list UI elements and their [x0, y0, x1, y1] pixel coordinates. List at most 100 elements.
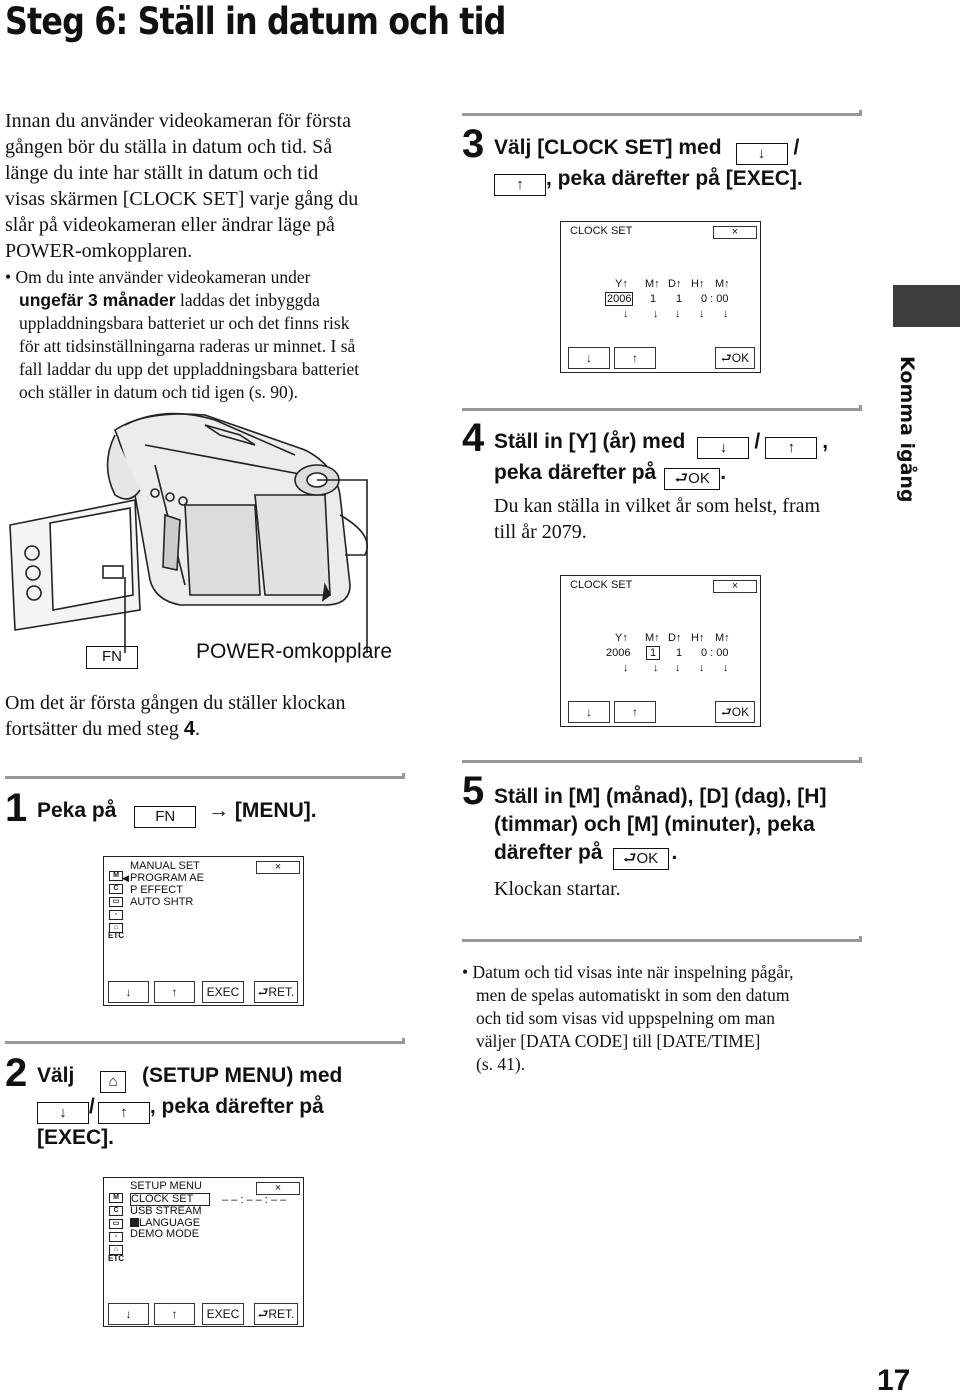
up-button[interactable]: ↑ [614, 347, 656, 369]
step-ref: 4 [183, 718, 195, 740]
recording-note: • Datum och tid visas inte när inspelnin… [462, 961, 862, 1076]
down-button[interactable]: ↓ [568, 347, 610, 369]
down-key-icon: ↓ [735, 143, 788, 165]
down-arrow-icon: ↓ [675, 308, 681, 320]
setup-item-list: SETUP MENU CLOCK SET USB STREAM LANGUAGE… [130, 1180, 210, 1241]
year-field[interactable]: 2006 [606, 647, 631, 659]
step3-instruction: Välj [CLOCK SET] med↓/ ↑, peka därefter … [494, 134, 874, 196]
setup-icon[interactable]: ⌂ [109, 923, 123, 933]
edit-icon[interactable]: ▫ [109, 1232, 123, 1242]
menu-item[interactable]: LANGUAGE [139, 1216, 201, 1229]
time-field[interactable]: 0 : 00 [701, 293, 729, 305]
month-field[interactable]: 1 [650, 293, 657, 305]
field-label: M [645, 632, 655, 644]
section-rule [5, 773, 405, 779]
button-label: RET. [268, 985, 295, 999]
selection-pointer-icon: ◀ [122, 873, 129, 883]
field-label: Y [615, 632, 623, 644]
up-button[interactable]: ↑ [154, 981, 195, 1003]
step-text: Peka på [37, 799, 117, 822]
minute-label: M↑ [715, 278, 730, 290]
close-button[interactable]: × [256, 861, 300, 874]
step-text: Välj [CLOCK SET] med [494, 136, 722, 159]
period: . [671, 841, 678, 864]
month-label: M↑ [645, 632, 660, 644]
slash: / [89, 1095, 95, 1118]
year-field[interactable]: 2006 [605, 292, 634, 306]
button-label: OK [731, 351, 750, 365]
month-field[interactable]: 1 [646, 646, 661, 660]
manual-icon[interactable]: M [109, 1193, 123, 1203]
day-label: D↑ [668, 278, 682, 290]
close-button[interactable]: × [256, 1182, 300, 1195]
menu-item[interactable]: DEMO MODE [130, 1228, 200, 1240]
manual-icon[interactable]: M [109, 871, 123, 881]
menu-item[interactable]: USB STREAM [130, 1205, 202, 1217]
up-key-icon: ↑ [97, 1102, 150, 1124]
edit-icon[interactable]: ▫ [109, 910, 123, 920]
step-text: [EXEC]. [37, 1126, 115, 1149]
intro-line: gången bör du ställa in datum och tid. S… [5, 136, 333, 158]
time-field[interactable]: 0 : 00 [701, 647, 729, 659]
bullet-dot: • [5, 267, 16, 287]
tape-icon[interactable]: ▭ [109, 897, 123, 907]
note-line: och tid som visas vid uppspelning om man [476, 1008, 775, 1028]
step-text: därefter på [494, 841, 603, 864]
clock-value: – – : – – : – – [222, 1194, 287, 1206]
ok-button[interactable]: ⮐OK [715, 347, 755, 369]
screen-title: CLOCK SET [570, 225, 633, 237]
battery-note: • Om du inte använder videokameran under… [5, 266, 405, 404]
menu-item-list: MANUAL SET PROGRAM AE P EFFECT AUTO SHTR [130, 860, 204, 908]
slash: / [754, 430, 761, 453]
close-button[interactable]: × [713, 226, 757, 239]
return-button[interactable]: ⮐RET. [254, 1303, 298, 1325]
close-button[interactable]: × [713, 580, 757, 593]
down-button[interactable]: ↓ [108, 981, 149, 1003]
day-field[interactable]: 1 [676, 647, 683, 659]
step4-instruction: Ställ in [Y] (år) med↓/↑, peka därefter … [494, 428, 874, 490]
step-text: , peka därefter på [EXEC]. [546, 167, 803, 190]
exec-button[interactable]: EXEC [202, 1303, 244, 1325]
note-line: Datum och tid visas inte när inspelning … [472, 962, 794, 982]
setup-menu-screen: M C ▭ ▫ ⌂ ETC SETUP MENU CLOCK SET USB S… [103, 1177, 304, 1327]
down-key-icon: ↓ [37, 1102, 89, 1124]
down-arrow-icon: ↓ [699, 662, 705, 674]
tape-icon[interactable]: ▭ [109, 1219, 123, 1229]
down-arrow-icon: ↓ [723, 308, 729, 320]
camera-icon[interactable]: C [109, 1206, 123, 1216]
step-number: 5 [462, 769, 485, 813]
note-line: fall laddar du upp det uppladdningsbara … [19, 359, 360, 379]
setup-icon[interactable]: ⌂ [109, 1245, 123, 1255]
period: . [720, 461, 727, 484]
menu-item-selected[interactable]: CLOCK SET [130, 1192, 210, 1206]
section-rule [462, 757, 862, 763]
up-button[interactable]: ↑ [614, 701, 656, 723]
field-label: M [715, 278, 725, 290]
step-number: 3 [462, 122, 485, 166]
ok-key-icon: ⮐OK [664, 468, 721, 490]
note-line: till år 2079. [494, 521, 587, 543]
field-label: D [668, 278, 676, 290]
down-arrow-icon: ↓ [653, 308, 659, 320]
ok-button[interactable]: ⮐OK [715, 701, 755, 723]
down-button[interactable]: ↓ [568, 701, 610, 723]
fn-key: FN [86, 646, 138, 669]
exec-button[interactable]: EXEC [202, 981, 244, 1003]
menu-item[interactable]: MANUAL SET [130, 860, 200, 872]
down-arrow-icon: ↓ [723, 662, 729, 674]
day-field[interactable]: 1 [676, 293, 683, 305]
down-button[interactable]: ↓ [108, 1303, 149, 1325]
menu-item[interactable]: AUTO SHTR [130, 896, 194, 908]
etc-label: ETC [108, 1254, 124, 1263]
camera-icon[interactable]: C [109, 884, 123, 894]
step-text: (timmar) och [M] (minuter), peka [494, 813, 815, 836]
menu-item[interactable]: P EFFECT [130, 884, 183, 896]
power-switch-label: POWER-omkopplare [196, 640, 393, 663]
section-label: Komma igång [896, 356, 918, 503]
day-label: D↑ [668, 632, 682, 644]
return-button[interactable]: ⮐RET. [254, 981, 298, 1003]
menu-item[interactable]: PROGRAM AE [130, 872, 204, 884]
return-arrow-icon: ⮐ [720, 705, 732, 719]
hour-label: H↑ [691, 632, 705, 644]
up-button[interactable]: ↑ [154, 1303, 195, 1325]
